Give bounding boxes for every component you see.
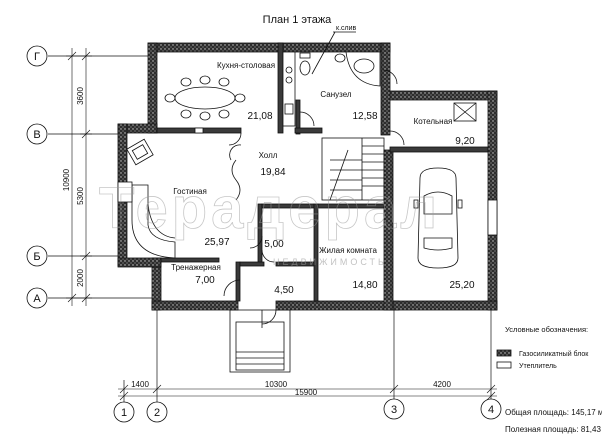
toilet-icon [299, 52, 311, 76]
axis-marker-b: Б [26, 245, 48, 267]
room-bedroom-area: 14,80 [352, 280, 377, 291]
room-gym-area: 7,00 [195, 275, 215, 286]
plan-title: План 1 этажа [263, 14, 333, 26]
total-area: Общая площадь: 145,17 м2 [505, 408, 602, 417]
useful-area: Полезная площадь: 81,43 м2 [505, 425, 602, 434]
kslid-leader [311, 31, 336, 75]
legend-title: Условные обозначения: [505, 325, 588, 334]
kslid-label: к.слив [336, 25, 357, 32]
staircase [321, 137, 385, 201]
axis-marker-2: 2 [146, 401, 168, 423]
sink-icon [334, 53, 346, 63]
legend-item-block: Газосиликатный блок [519, 350, 589, 358]
axis-marker-3: 3 [383, 398, 405, 420]
armchair-icon [126, 138, 154, 166]
dim-10300: 10300 [265, 380, 288, 389]
dim-15900: 15900 [295, 388, 318, 397]
car-icon [413, 167, 463, 269]
axis-grid [48, 55, 492, 404]
svg-text:В: В [33, 129, 40, 141]
sofa-icon [117, 181, 176, 259]
axis-marker-g: Г [26, 45, 48, 67]
legend-item-insulation: Утеплитель [519, 363, 557, 370]
axis-marker-v: В [26, 123, 48, 145]
room-closet-area: 5,00 [264, 239, 284, 250]
room-bath-area: 12,58 [352, 111, 377, 122]
svg-text:Б: Б [33, 251, 40, 263]
axis-marker-a: А [26, 287, 48, 309]
dim-10900: 10900 [62, 168, 71, 191]
legend: Условные обозначения: Газосиликатный бло… [496, 325, 589, 370]
room-kitchen-name: Кухня-столовая [217, 61, 275, 70]
room-kitchen-area: 21,08 [247, 111, 272, 122]
entrance-porch [229, 309, 291, 373]
svg-text:2: 2 [154, 407, 160, 419]
room-bedroom-name: Жилая комната [319, 246, 377, 255]
bathtub-icon [345, 51, 381, 87]
horizontal-dimensions [118, 384, 497, 401]
svg-text:3: 3 [391, 404, 397, 416]
svg-text:А: А [33, 293, 41, 305]
legend-swatch-insulation [496, 361, 512, 369]
axis-marker-4: 4 [480, 398, 502, 420]
vertical-dimensions [66, 48, 92, 306]
kitchen-counter-icon [194, 51, 296, 134]
room-boiler-name: Котельная [414, 117, 453, 126]
room-gym-name: Тренажерная [171, 263, 221, 272]
dim-5300: 5300 [76, 187, 85, 205]
room-boiler-area: 9,20 [455, 136, 475, 147]
room-hall-area: 19,84 [260, 167, 285, 178]
room-garage-area: 25,20 [449, 280, 474, 291]
watermark-logo: Терадерал [99, 176, 441, 241]
axis-marker-1: 1 [113, 401, 135, 423]
dim-2000: 2000 [76, 269, 85, 287]
room-living-name: Гостиная [173, 187, 207, 196]
boiler-icon [453, 102, 477, 122]
svg-text:4: 4 [488, 404, 494, 416]
dining-table-icon [164, 75, 246, 121]
dim-3600: 3600 [76, 87, 85, 105]
room-vest-area: 4,50 [274, 285, 294, 296]
svg-text:1: 1 [121, 407, 127, 419]
dim-4200: 4200 [433, 380, 451, 389]
watermark-subtitle: НЕДВИЖИМОСТЬ [273, 257, 387, 267]
legend-swatch-block [496, 349, 512, 357]
room-bath-name: Санузел [320, 90, 351, 99]
svg-text:Г: Г [34, 51, 40, 63]
room-living-area: 25,97 [204, 237, 229, 248]
doors [223, 69, 405, 328]
dim-1400: 1400 [131, 380, 149, 389]
room-hall-name: Холл [259, 151, 278, 160]
